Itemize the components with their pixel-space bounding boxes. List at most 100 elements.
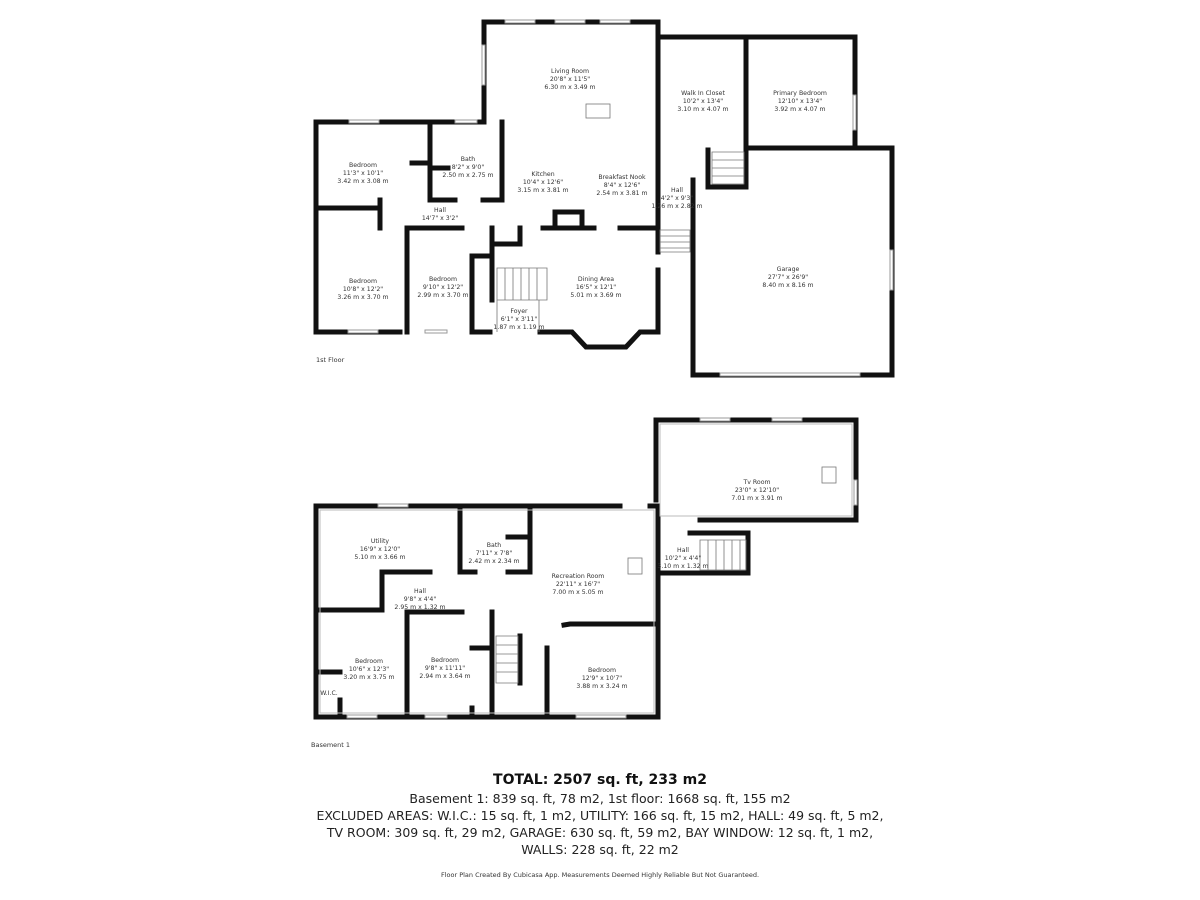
room-size-metric: 2.95 m x 1.32 m — [394, 604, 446, 611]
room-name: Bath — [486, 542, 502, 549]
room-size-imperial: 9'10" x 12'2" — [422, 284, 464, 291]
room-size-metric: 5.10 m x 3.66 m — [354, 554, 406, 561]
room-size-imperial: 27'7" x 26'9" — [767, 274, 809, 281]
room-name: Living Room — [551, 68, 589, 75]
room-size-metric: 8.40 m x 8.16 m — [762, 282, 814, 289]
room-size-imperial: 16'5" x 12'1" — [575, 284, 617, 291]
room-name: Bedroom — [348, 278, 377, 285]
room-name: Hall — [414, 588, 426, 595]
room-size-metric: 7.00 m x 5.05 m — [552, 589, 604, 596]
room-name: Bedroom — [354, 658, 383, 665]
room-size-metric: 3.26 m x 3.70 m — [337, 294, 389, 301]
room-size-metric: 6.30 m x 3.49 m — [544, 84, 596, 91]
room-size-imperial: 22'11" x 16'7" — [555, 581, 601, 588]
room-name: Recreation Room — [551, 573, 605, 580]
room-name: Bedroom — [587, 667, 616, 674]
room-name: Utility — [370, 538, 390, 545]
room-size-imperial: 6'1" x 3'11" — [500, 316, 538, 323]
room-size-imperial: 9'8" x 11'11" — [424, 665, 466, 672]
room-name: Foyer — [510, 308, 528, 315]
room-size-metric: 3.15 m x 3.81 m — [517, 187, 569, 194]
credit-note: Floor Plan Created By Cubicasa App. Meas… — [440, 871, 760, 879]
room-name: Breakfast Nook — [598, 174, 646, 181]
room-name: Dining Area — [577, 276, 615, 283]
room-name: Bath — [460, 156, 476, 163]
room-size-imperial: 9'8" x 4'4" — [403, 596, 437, 603]
room-size-imperial: 14'7" x 3'2" — [421, 215, 459, 222]
summary-line: Basement 1: 839 sq. ft, 78 m2, 1st floor… — [409, 791, 791, 806]
room-name: Hall — [671, 187, 683, 194]
room-size-imperial: 8'4" x 12'6" — [603, 182, 641, 189]
room-size-imperial: 12'9" x 10'7" — [581, 675, 623, 682]
room-name: Hall — [434, 207, 446, 214]
room-size-metric: 3.10 m x 1.32 m — [657, 563, 709, 570]
room-size-imperial: 11'3" x 10'1" — [342, 170, 384, 177]
room-size-metric: 1.87 m x 1.19 m — [493, 324, 545, 331]
room-name: Primary Bedroom — [773, 90, 827, 97]
room-size-imperial: 10'2" x 4'4" — [664, 555, 702, 562]
room-name: Tv Room — [743, 479, 771, 486]
room-size-imperial: 10'8" x 12'2" — [342, 286, 384, 293]
room-size-imperial: 16'9" x 12'0" — [359, 546, 401, 553]
room-size-metric: 5.01 m x 3.69 m — [570, 292, 622, 299]
room-size-metric: 2.42 m x 2.34 m — [468, 558, 520, 565]
room-size-metric: 7.01 m x 3.91 m — [731, 495, 783, 502]
room-name: Bedroom — [430, 657, 459, 664]
room-size-imperial: 8'2" x 9'0" — [451, 164, 485, 171]
room-size-metric: 1.26 m x 2.82 m — [651, 203, 703, 210]
room-size-imperial: 10'2" x 13'4" — [682, 98, 724, 105]
total-area: TOTAL: 2507 sq. ft, 233 m2 — [493, 772, 707, 788]
basement-walls — [313, 417, 859, 720]
room-size-imperial: 10'6" x 12'3" — [348, 666, 390, 673]
room-size-imperial: 4'2" x 9'3" — [660, 195, 694, 202]
room-name: Garage — [776, 266, 800, 273]
room-size-imperial: 12'10" x 13'4" — [777, 98, 823, 105]
room-size-metric: 3.42 m x 3.08 m — [337, 178, 389, 185]
room-size-imperial: 10'4" x 12'6" — [522, 179, 564, 186]
room-size-imperial: 23'0" x 12'10" — [734, 487, 780, 494]
floor-label-first-floor: 1st Floor — [316, 356, 345, 364]
room-size-imperial: 20'8" x 11'5" — [549, 76, 591, 83]
floor-label-basement: Basement 1 — [311, 741, 351, 749]
room-name: Kitchen — [531, 171, 555, 178]
summary-line: TV ROOM: 309 sq. ft, 29 m2, GARAGE: 630 … — [326, 825, 874, 840]
room-size-metric: 2.54 m x 3.81 m — [596, 190, 648, 197]
room-size-imperial: 7'11" x 7'8" — [475, 550, 513, 557]
summary-line: EXCLUDED AREAS: W.I.C.: 15 sq. ft, 1 m2,… — [316, 808, 884, 823]
room-size-metric: 2.94 m x 3.64 m — [419, 673, 471, 680]
room-size-metric: 3.92 m x 4.07 m — [774, 106, 826, 113]
room-label-wic: W.I.C. — [320, 690, 337, 698]
room-size-metric: 3.10 m x 4.07 m — [677, 106, 729, 113]
room-name: W.I.C. — [320, 690, 338, 697]
room-name: Bedroom — [428, 276, 457, 283]
room-size-metric: 2.50 m x 2.75 m — [442, 172, 494, 179]
room-size-metric: 3.20 m x 3.75 m — [343, 674, 395, 681]
first-floor-walls — [313, 19, 895, 378]
room-size-metric: 3.88 m x 3.24 m — [576, 683, 628, 690]
room-size-metric: 2.99 m x 3.70 m — [417, 292, 469, 299]
room-name: Walk In Closet — [681, 90, 725, 97]
